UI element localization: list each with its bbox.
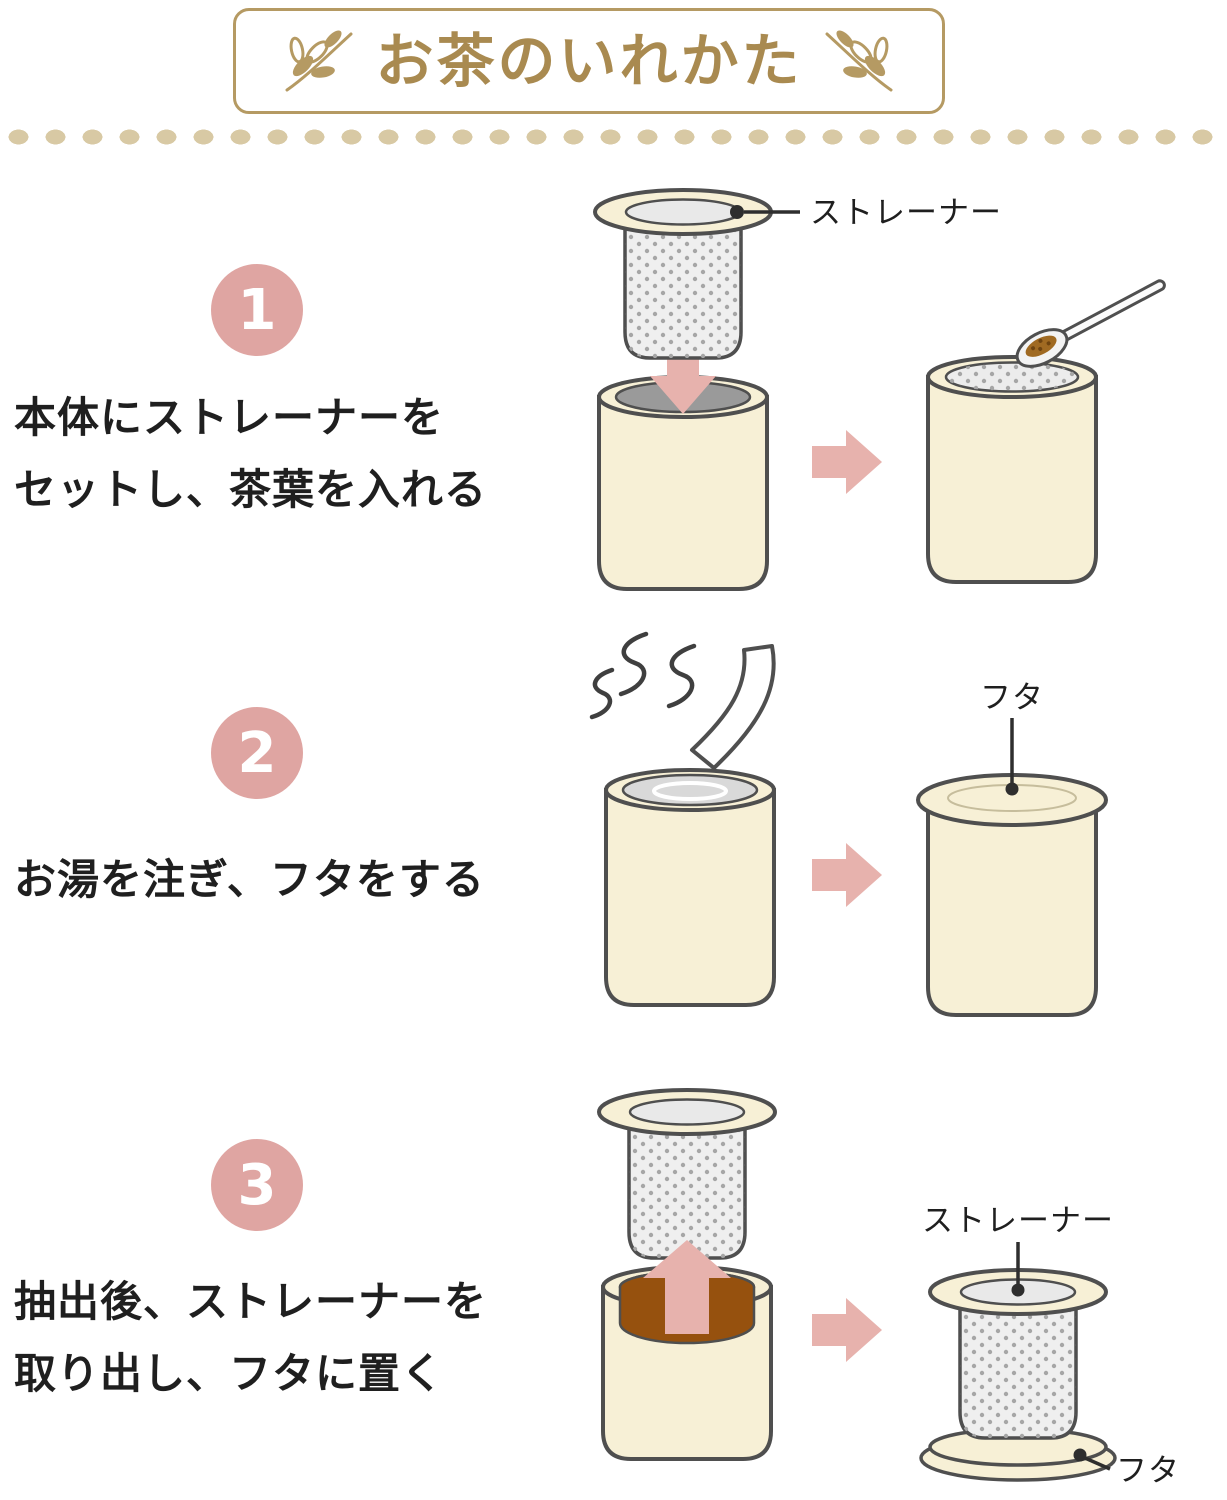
lid-callout-line xyxy=(1084,1456,1111,1471)
step1-number-badge: 1 xyxy=(211,264,303,356)
lid-callout-dot xyxy=(1005,782,1019,796)
page-title: お茶のいれかた xyxy=(375,27,803,95)
step1-instruction: 本体にストレーナーを セットし、茶葉を入れる xyxy=(14,382,487,526)
right-arrow-icon xyxy=(812,430,882,494)
title-box: お茶のいれかた xyxy=(233,8,945,114)
steam-icon xyxy=(589,631,697,720)
right-arrow-icon xyxy=(812,843,882,907)
down-arrow-icon xyxy=(650,354,716,414)
step3-instruction-line1: 抽出後、ストレーナーを xyxy=(14,1277,488,1326)
strainer-callout-dot xyxy=(1011,1283,1025,1297)
step2-instruction-line1: お湯を注ぎ、フタをする xyxy=(14,855,485,904)
pouring-water-stream xyxy=(690,644,776,770)
step1-instruction-line2: セットし、茶葉を入れる xyxy=(14,465,488,515)
step3-lid-label: フタ xyxy=(1116,1453,1180,1489)
step1-illustration: ストレーナー xyxy=(593,188,1166,591)
dotted-divider xyxy=(0,129,1227,145)
step2-instruction: お湯を注ぎ、フタをする xyxy=(14,844,485,916)
step2-number-badge: 2 xyxy=(211,707,303,799)
leaf-branch-right-icon xyxy=(825,30,892,92)
step2-lid-label: フタ xyxy=(980,680,1044,716)
step2-tumbler-with-lid xyxy=(916,773,1108,1017)
step1-strainer-label: ストレーナー xyxy=(810,195,1002,231)
step3-strainer-label: ストレーナー xyxy=(922,1203,1114,1239)
step3-number-badge: 3 xyxy=(211,1139,303,1231)
step1-tumbler-with-strainer xyxy=(926,355,1098,584)
step3-strainer xyxy=(597,1088,777,1260)
right-arrow-icon xyxy=(812,1298,882,1362)
strainer-callout-dot xyxy=(730,205,744,219)
step1-strainer xyxy=(593,188,773,360)
lid-callout-dot xyxy=(1073,1448,1087,1462)
step3-instruction: 抽出後、ストレーナーを 取り出し、フタに置く xyxy=(14,1266,487,1410)
spoon-with-tea-leaves-icon xyxy=(1015,279,1166,368)
up-arrow-icon xyxy=(643,1240,731,1334)
step3-instruction-line2: 取り出し、フタに置く xyxy=(14,1349,445,1399)
step3-illustration: ストレーナー フタ xyxy=(597,1088,1180,1489)
step2-illustration: フタ xyxy=(589,631,1108,1017)
step1-instruction-line1: 本体にストレーナーを xyxy=(14,393,445,442)
leaf-branch-left-icon xyxy=(285,30,353,92)
step2-tumbler-with-water xyxy=(604,768,776,1007)
